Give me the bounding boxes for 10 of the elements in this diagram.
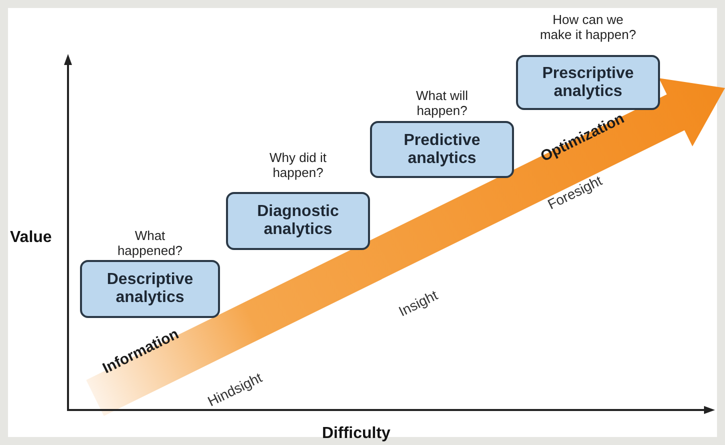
question-text: How can we make it happen?: [538, 12, 638, 42]
question-text: Why did it happen?: [268, 150, 328, 180]
question-text: What happened?: [116, 228, 184, 258]
box-label: Prescriptive analytics: [541, 64, 635, 100]
axis-title: Difficulty: [322, 425, 390, 443]
box-label: Predictive analytics: [402, 132, 482, 168]
axis-title: Value: [10, 229, 52, 247]
box-label: Descriptive analytics: [106, 271, 194, 307]
question-text: What will happen?: [414, 88, 469, 118]
box-label: Diagnostic analytics: [256, 203, 340, 239]
